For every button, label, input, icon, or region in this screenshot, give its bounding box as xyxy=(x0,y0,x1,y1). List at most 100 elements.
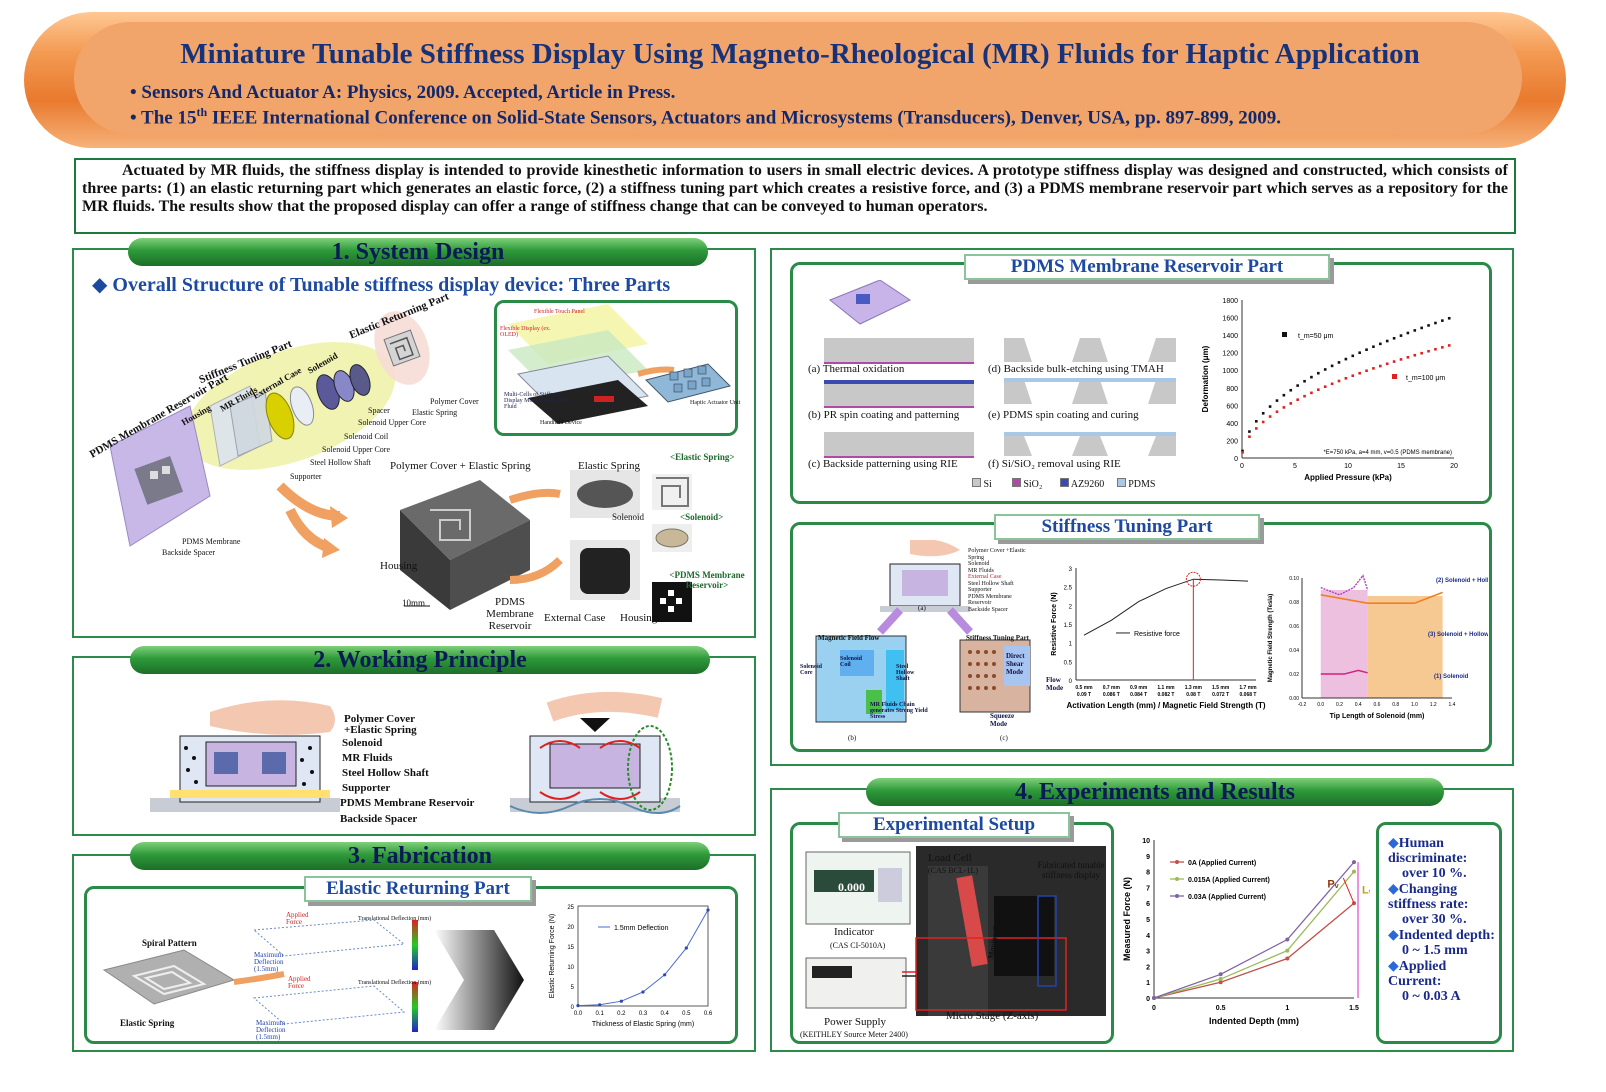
diamond-bullet-icon: ◆ xyxy=(92,274,113,296)
legend-marker xyxy=(1175,894,1179,898)
data-point xyxy=(1282,406,1286,409)
label-trans-def-2: Translational Deflection (mm) xyxy=(358,980,432,986)
series-line xyxy=(1153,871,1355,999)
x-tick-label: 1.7 mm xyxy=(1239,685,1257,691)
data-point xyxy=(1399,334,1403,337)
setup-indicator-model: (CAS CI-5010A) xyxy=(830,941,886,950)
y-tick-label: 8 xyxy=(1146,870,1150,877)
label-backside-spacer: Backside Spacer xyxy=(162,548,216,557)
reference-2: • The 15th IEEE International Conference… xyxy=(130,105,1282,129)
stiffness-schematic xyxy=(815,540,1031,723)
x-tick-label: 0.068 T xyxy=(1240,692,1257,698)
diamond-bullet-icon: ◆ xyxy=(1388,836,1399,851)
section-title-fabrication: 3. Fabrication xyxy=(130,842,710,870)
result-heading: Human discriminate: xyxy=(1388,836,1468,866)
exploded-structure-diagram xyxy=(109,311,430,547)
x-tick-label: 1.5 mm xyxy=(1212,685,1230,691)
working-principle-diagram xyxy=(150,691,681,814)
y-tick-label: 400 xyxy=(1226,421,1238,428)
pdms-step-b: (b) PR spin coating and patterning xyxy=(808,409,960,421)
data-point xyxy=(1303,379,1306,383)
pdms-legend: Si SiO₂ AZ9260 PDMS xyxy=(972,478,1155,490)
stp-label-c: (c) xyxy=(1000,734,1008,742)
data-point xyxy=(1218,972,1223,977)
x-tick-label: 1.0 xyxy=(1411,702,1418,708)
legend-marker xyxy=(1175,877,1179,881)
data-point xyxy=(1337,361,1341,364)
data-point xyxy=(598,1003,602,1007)
x-tick-label: 0.0 xyxy=(574,1011,583,1017)
x-tick-label: 0.3 xyxy=(639,1011,648,1017)
series-1 xyxy=(1320,669,1368,675)
data-point xyxy=(1344,357,1348,361)
data-point xyxy=(1420,326,1423,330)
x-tick-label: 0.5 xyxy=(682,1011,691,1017)
x-tick-label: 1.1 mm xyxy=(1157,685,1175,691)
data-point xyxy=(1330,382,1334,386)
y-tick-label: 0.06 xyxy=(1289,624,1299,630)
data-point xyxy=(1372,345,1375,349)
data-point xyxy=(1406,355,1410,359)
y-tick-label: 1 xyxy=(1146,980,1150,987)
data-point xyxy=(1268,415,1272,418)
data-point xyxy=(1296,384,1299,387)
label-spiral-pattern: Spiral Pattern xyxy=(142,938,197,948)
data-point xyxy=(1303,394,1306,398)
data-point xyxy=(641,990,645,994)
data-point xyxy=(1420,351,1423,355)
section-title-experiments: 4. Experiments and Results xyxy=(866,778,1444,806)
x-tick-label: 0.5 mm xyxy=(1075,685,1093,691)
data-point xyxy=(1365,369,1368,373)
y-tick-label: 800 xyxy=(1226,386,1238,393)
result-heading: Changing stiffness rate: xyxy=(1388,882,1469,912)
setup-fabricated: Fabricated tunable stiffness display xyxy=(1037,860,1105,880)
data-point xyxy=(1447,344,1451,347)
data-point xyxy=(1285,956,1290,961)
legend-marker xyxy=(1175,860,1179,864)
photo-label-housing: Housing xyxy=(380,560,418,572)
x-tick-label: 0.086 T xyxy=(1103,692,1120,698)
legend-marker xyxy=(1282,332,1287,337)
results-list: ◆Human discriminate:over 10 %.◆Changing … xyxy=(1388,836,1500,1005)
x-tick-label: 10 xyxy=(1344,463,1352,470)
data-point xyxy=(684,946,688,950)
wp-label-supporter: Supporter xyxy=(342,782,391,794)
legend-label: t_m=50 μm xyxy=(1298,333,1334,340)
data-point xyxy=(1289,402,1293,405)
y-axis-label: Elastic Returning Force (N) xyxy=(549,914,556,998)
region-pink xyxy=(1320,590,1368,698)
label-flexible-display: Flexible Display (ex. OLED) xyxy=(500,326,551,338)
label-upper-core-2: Solenoid Upper Core xyxy=(322,445,390,454)
data-point xyxy=(1379,342,1382,346)
data-point xyxy=(1434,347,1437,351)
pdms-step-c: (c) Backside patterning using RIE xyxy=(808,458,958,470)
photo-label-pdms: PDMS Membrane Reservoir xyxy=(486,596,534,632)
x-tick-label: 0 xyxy=(1240,463,1244,470)
data-point xyxy=(1351,354,1355,358)
y-tick-label: 0 xyxy=(1069,679,1073,685)
legend-swatch-sio2 xyxy=(1011,478,1021,487)
x-tick-label: 1 xyxy=(1285,1005,1289,1012)
stp-label-squeeze: Squeeze Mode xyxy=(990,712,1015,728)
photo-label-polymer: Polymer Cover + Elastic Spring xyxy=(390,460,531,472)
pdms-title: PDMS Membrane Reservoir Part xyxy=(964,254,1330,280)
data-point xyxy=(1344,377,1348,380)
series-2 xyxy=(1320,574,1369,596)
annotation-3: (3) Solenoid + Hollow Steel Shaft + Sole… xyxy=(1428,632,1488,638)
y-tick-label: 1800 xyxy=(1222,298,1238,305)
data-point xyxy=(1365,348,1368,351)
annotation-2: (2) Solenoid + Hollow Steel Shaft xyxy=(1436,578,1488,584)
wp-label-solenoid: Solenoid xyxy=(342,737,383,749)
x-tick-label: 0.9 mm xyxy=(1130,685,1148,691)
series-line xyxy=(1153,902,1355,999)
data-point xyxy=(1152,996,1156,1000)
label-applied-force-2: Applied Force xyxy=(288,975,311,990)
stp-label-shaft: Steel Hollow Shaft xyxy=(896,664,915,682)
legend-label: 1.5mm Deflection xyxy=(614,925,669,932)
stp-label-direct: Direct Shear Mode xyxy=(1006,652,1025,676)
label-handheld: Handheld Device xyxy=(540,420,582,426)
y-tick-label: 0.02 xyxy=(1289,672,1299,678)
label-spacer: Spacer xyxy=(368,406,390,415)
data-point xyxy=(1218,980,1223,985)
